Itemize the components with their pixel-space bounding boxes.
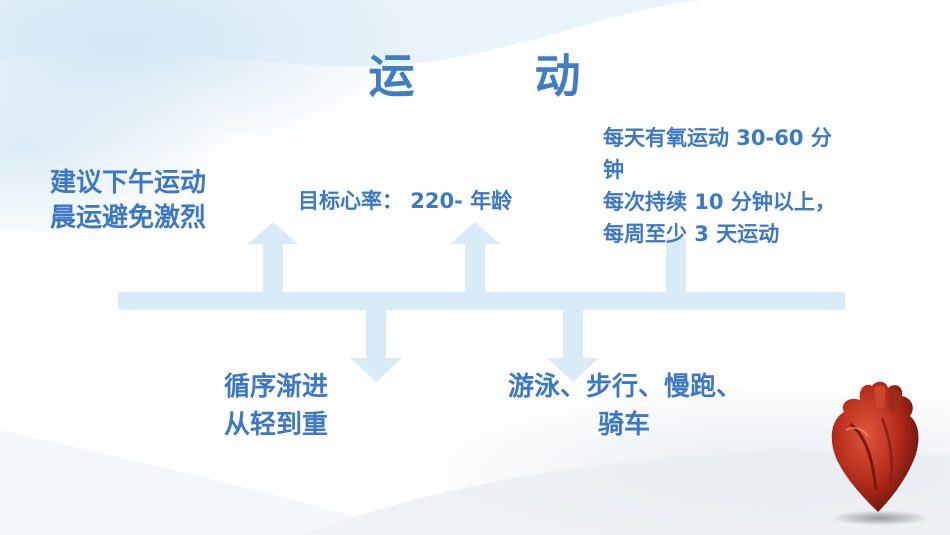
left-note: 建议下午运动 晨运避免激烈 (50, 166, 206, 236)
right-note: 每天有氧运动 30-60 分 钟 每次持续 10 分钟以上， 每周至少 3 天运… (603, 122, 836, 250)
bottom-left-note-line1: 循序渐进 (224, 372, 329, 402)
right-note-line1: 每天有氧运动 30-60 分 (603, 126, 832, 150)
slide-title: 运 动 (368, 49, 582, 103)
up-connector-right (666, 238, 686, 294)
bottom-left-note: 循序渐进 从轻到重 (224, 368, 328, 444)
up-arrow-middle-icon (450, 222, 500, 294)
down-arrow-left-icon (350, 308, 402, 382)
middle-note: 目标心率： 220- 年龄 (298, 189, 513, 213)
up-arrow-left-icon (248, 222, 298, 294)
bottom-left-note-line2: 从轻到重 (224, 410, 329, 440)
bottom-right-note: 游泳、步行、慢跑、 骑车 (508, 368, 742, 444)
bottom-right-note-line1: 游泳、步行、慢跑、 (508, 372, 743, 402)
left-note-line1: 建议下午运动 (50, 168, 207, 198)
left-note-line2: 晨运避免激烈 (50, 203, 207, 233)
right-note-line4: 每周至少 3 天运动 (603, 222, 780, 246)
timeline-bar (118, 292, 845, 310)
right-note-line2: 钟 (603, 158, 624, 182)
bottom-right-note-line2: 骑车 (598, 410, 651, 440)
heart-illustration-icon (830, 381, 930, 526)
down-arrow-right-icon (547, 308, 599, 382)
right-note-line3: 每次持续 10 分钟以上， (603, 190, 836, 214)
